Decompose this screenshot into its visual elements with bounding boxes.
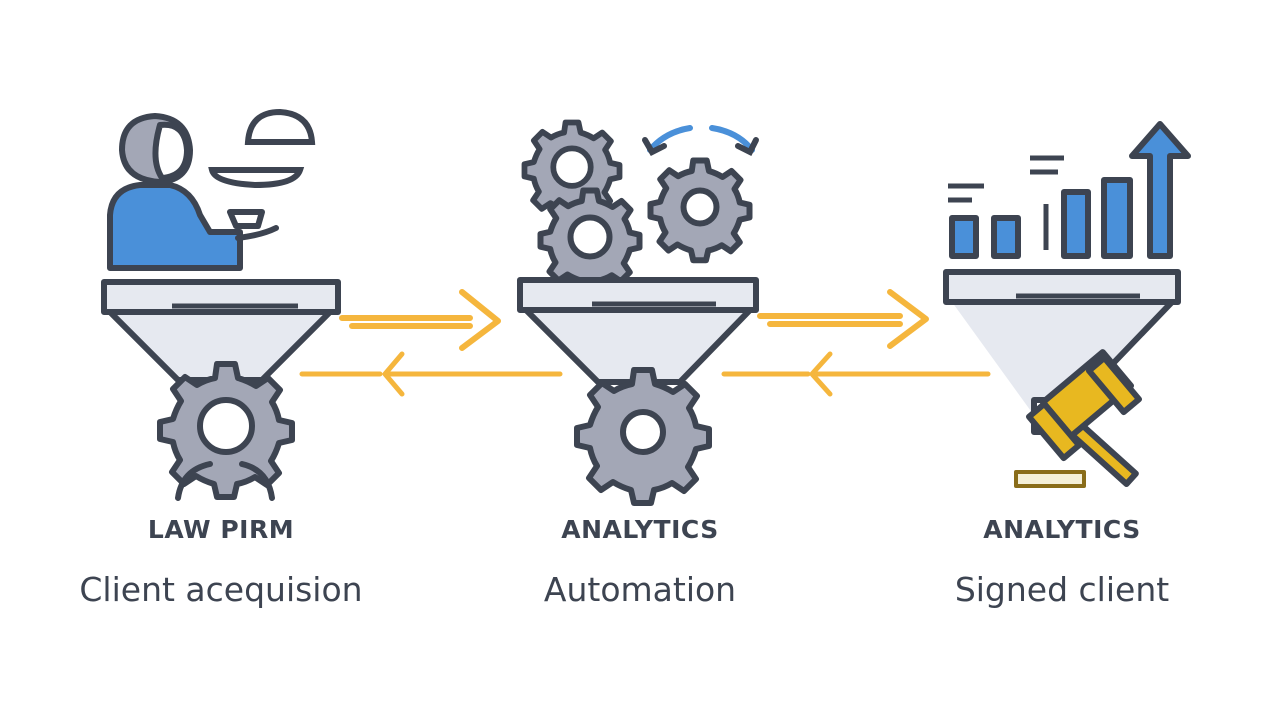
stage-1-graphic [101,108,341,501]
stage-1-caption: Client acequision [79,570,363,609]
gear-icon [651,161,750,261]
funnel-2 [517,277,759,385]
back-arrow-1 [299,351,563,397]
stage-2-graphic [517,122,759,503]
funnel-3 [943,269,1181,435]
gear-icon [160,364,292,497]
gear-icon [524,122,619,218]
stage-3-graphic [943,121,1191,488]
person-icon [107,113,279,271]
cloche-icon [208,108,316,189]
stage-3-caption: Signed client [954,570,1170,609]
bar-chart-icon [948,121,1191,259]
gavel-icon [1014,349,1143,488]
stage-3-heading: ANALYTICS [983,515,1141,544]
funnel-1 [101,279,341,383]
forward-arrow-1 [339,289,501,351]
stage-1-heading: LAW PIRM [147,515,295,544]
stage-2-caption: Automation [543,570,737,609]
forward-arrow-2 [757,289,929,349]
back-arrow-2 [721,351,991,397]
person-outline-icon [175,461,275,501]
gear-icon [577,370,709,503]
gear-icon [541,191,640,291]
stage-2-heading: ANALYTICS [561,515,719,544]
cycle-arrows-icon [642,125,759,157]
